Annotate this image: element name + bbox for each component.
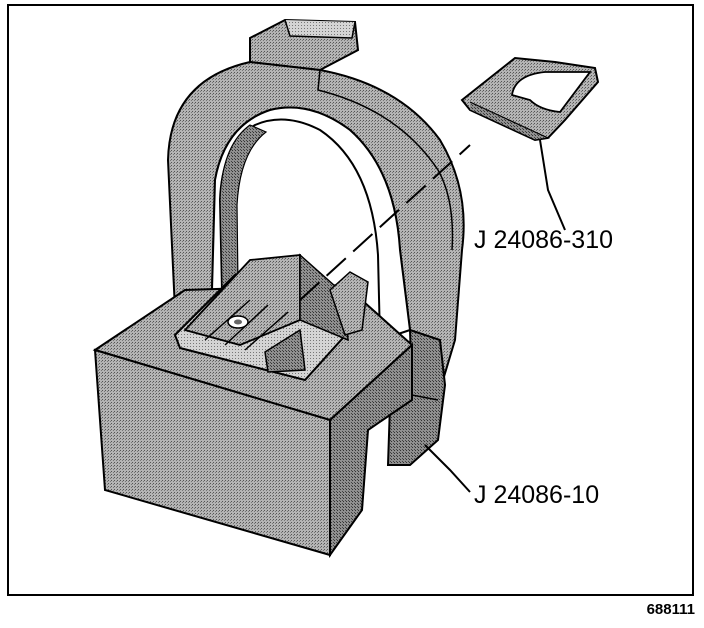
leader-line-fixture	[424, 444, 471, 493]
yoke-arch	[166, 18, 465, 466]
alignment-line	[299, 144, 471, 301]
figure-number: 688111	[646, 601, 695, 618]
fixture-part-label: J 24086-10	[474, 481, 600, 509]
leader-line-shim	[539, 139, 566, 231]
shim-tool	[460, 56, 600, 142]
shim-part-label: J 24086-310	[474, 226, 614, 254]
base-block	[92, 283, 414, 559]
